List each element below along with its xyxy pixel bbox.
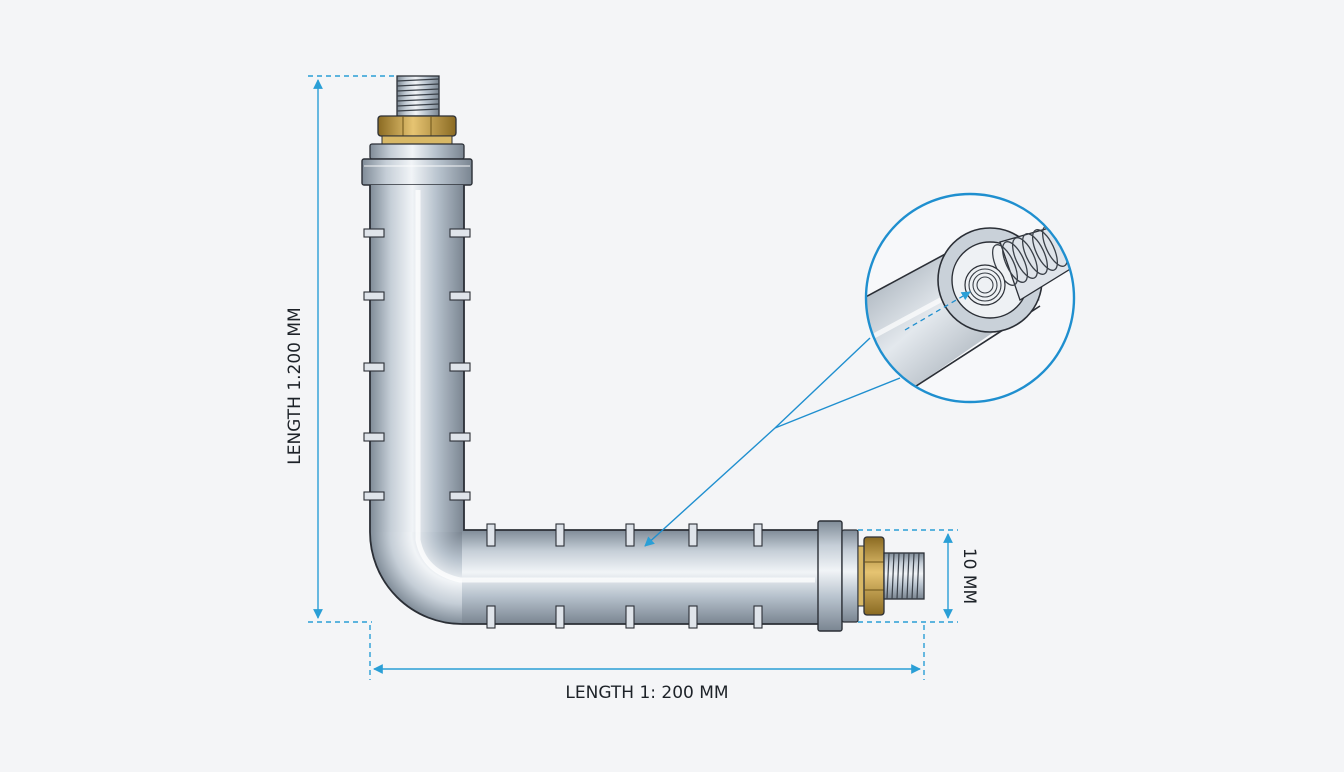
- dimension-vertical: [308, 75, 395, 623]
- horizontal-fins: [486, 523, 763, 629]
- detail-magnifier: [864, 192, 1076, 404]
- top-threaded-fitting: [377, 75, 457, 145]
- pipe-body: [369, 185, 818, 625]
- dimension-diameter: [858, 529, 958, 623]
- right-collar: [817, 520, 859, 632]
- callout-leader: [644, 337, 901, 547]
- diameter-label: 10 MM: [959, 548, 979, 604]
- right-threaded-fitting: [857, 536, 925, 616]
- top-collar: [361, 143, 473, 186]
- horizontal-length-label: LENGTH 1: 200 MM: [565, 683, 728, 703]
- vertical-length-label: LENGTH 1.200 MM: [285, 307, 305, 464]
- vertical-fins: [363, 228, 471, 501]
- dimension-horizontal: [369, 625, 925, 680]
